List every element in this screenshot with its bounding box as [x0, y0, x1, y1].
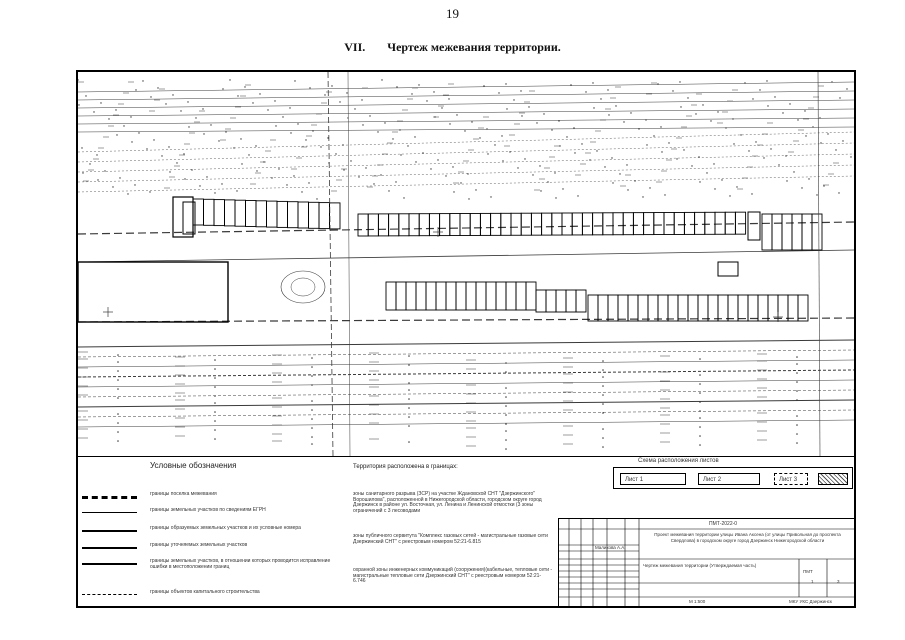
territory-note: зоны публичного сервитута "Комплекс газо… [353, 533, 548, 545]
scheme-title: Схема расположения листов [638, 458, 719, 464]
legend-text: границы земельных участков, в отношении … [150, 558, 331, 570]
stamp-stage: ПМТ [803, 569, 813, 574]
drawing-sheet: Условные обозначения границы поселка меж… [76, 70, 856, 608]
legend-row: границы поселка межевания [80, 491, 335, 502]
stamp-sheet: 1 [811, 579, 814, 584]
section-title: Чертеж межевания территории. [387, 40, 561, 54]
legend-symbol [82, 512, 137, 513]
legend-symbol [82, 547, 137, 549]
title-block-grid [559, 519, 855, 607]
legend-symbol [82, 530, 137, 532]
legend-row: границы уточняемых земельных участков [80, 542, 335, 553]
legend-text: границы поселка межевания [150, 491, 217, 497]
legend-row: границы объектов капитального строительс… [80, 589, 335, 600]
legend-title: Условные обозначения [150, 461, 237, 470]
legend-symbol [82, 563, 137, 565]
stamp-org: МКУ УКС Дзержинск [789, 599, 832, 604]
stamp-code: ПМТ-2022-0 [709, 521, 738, 527]
territory-note: зоны санитарного разрыва (ЗСР) на участк… [353, 491, 542, 514]
legend-text: границы объектов капитального строительс… [150, 589, 260, 595]
legend-area: Условные обозначения границы поселка меж… [78, 458, 855, 607]
page-number: 19 [446, 6, 459, 21]
sheet-current-hatch [818, 473, 848, 485]
stamp-drawing: Чертеж межевания территории (Утверждаема… [643, 563, 757, 568]
legend-text: границы земельных участков по сведениям … [150, 507, 266, 513]
legend-symbol [82, 594, 137, 595]
sheet-3-cell: Лист 3 [774, 473, 808, 485]
stamp-project: Проект межевания территории улицы Ивана … [654, 532, 841, 543]
survey-plan [78, 72, 854, 457]
stamp-sheets: 3 [837, 579, 840, 584]
legend-row: границы земельных участков по сведениям … [80, 507, 335, 518]
title-block: ПМТ-2022-0 Проект межевания территории у… [558, 518, 855, 607]
legend-row: границы образуемых земельных участков и … [80, 525, 335, 536]
legend-text: границы образуемых земельных участков и … [150, 525, 301, 531]
sheet-2-cell: Лист 2 [698, 473, 760, 485]
sheet-1-cell: Лист 1 [620, 473, 686, 485]
legend-text: границы уточняемых земельных участков [150, 542, 248, 548]
section-number: VII. [344, 40, 366, 54]
sheet-scheme: Лист 1 Лист 2 Лист 3 [613, 467, 853, 489]
stamp-person: Маликова А.А. [595, 545, 626, 550]
plan-drawing [78, 72, 854, 456]
section-heading: VII. Чертеж межевания территории. [0, 40, 905, 55]
territory-title: Территория расположена в границах: [353, 464, 458, 470]
territory-note: охранной зоны инженерных коммуникаций (с… [353, 567, 553, 584]
legend-symbol [82, 496, 137, 499]
legend-row: границы земельных участков, в отношении … [80, 558, 335, 579]
stamp-scale: М 1:500 [689, 599, 706, 604]
